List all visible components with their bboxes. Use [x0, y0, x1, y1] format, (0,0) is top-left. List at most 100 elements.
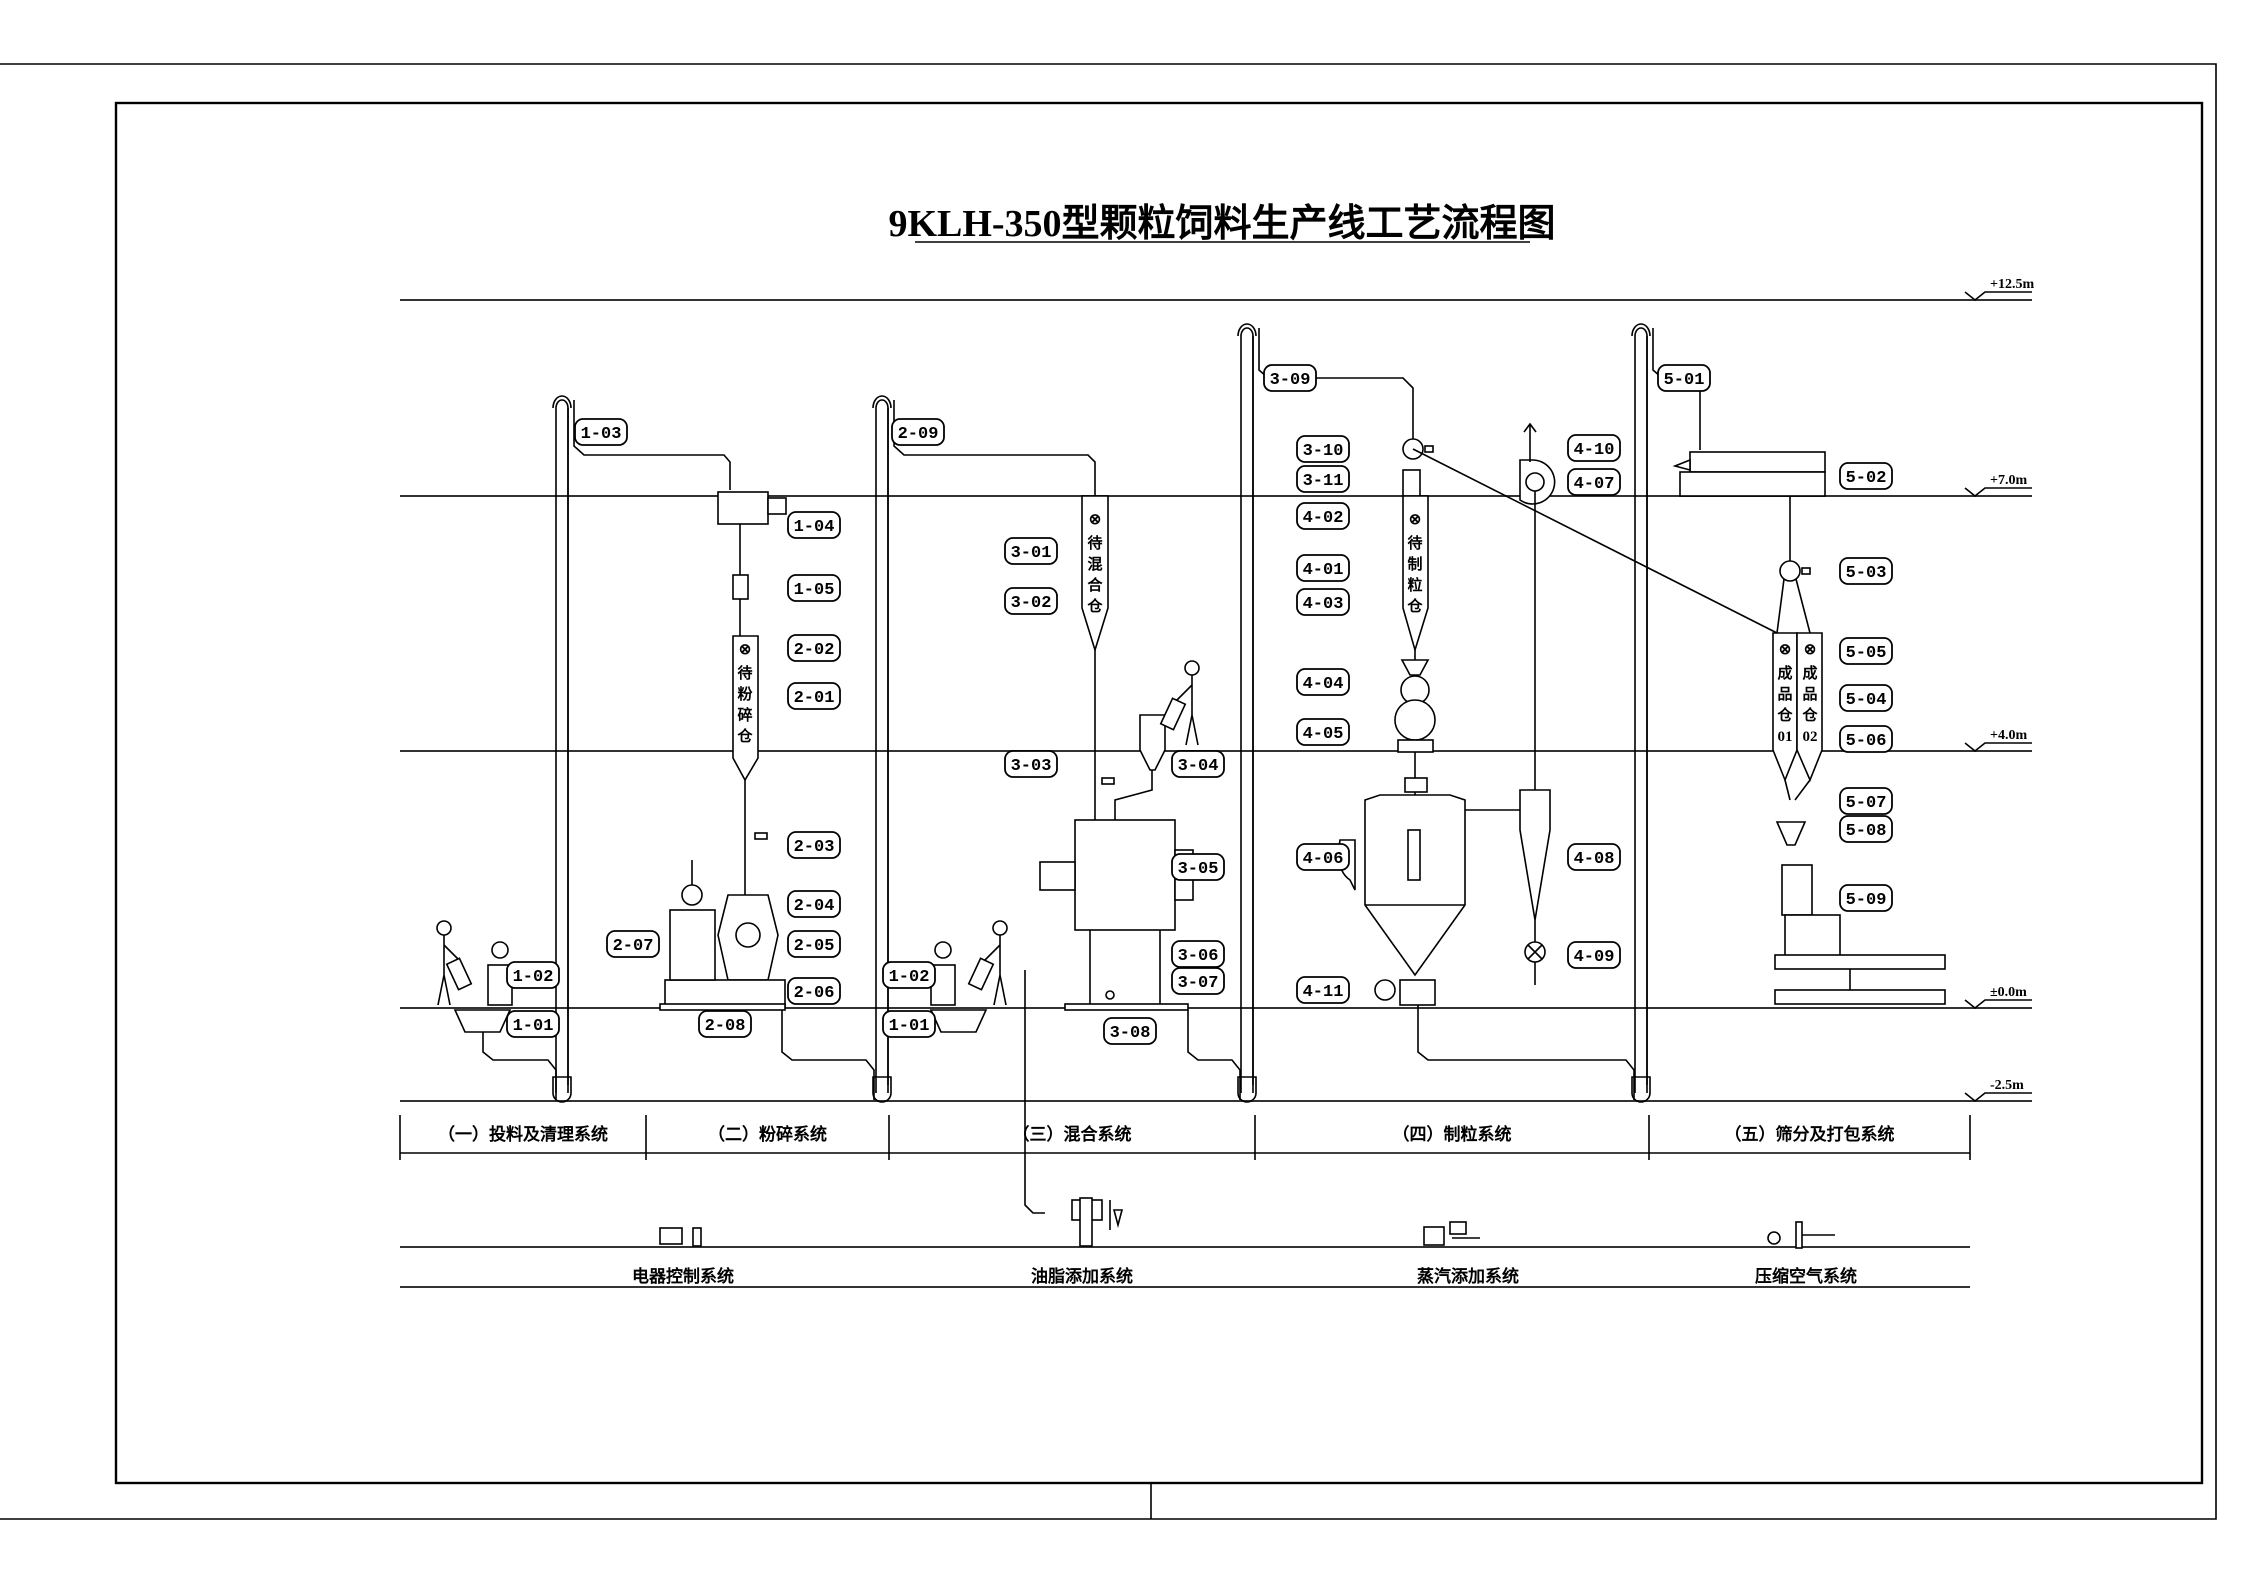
level-label: ±0.0m [1990, 985, 2027, 1000]
equipment-tag-text: 1-04 [794, 518, 835, 537]
equipment-tag-text: 5-09 [1846, 891, 1887, 910]
equipment-tag-text: 2-01 [794, 689, 835, 708]
mixer-3-05 [1074, 819, 1176, 931]
equipment-tag: 1-01 [882, 1010, 936, 1038]
equipment-tag-text: 1-01 [513, 1017, 554, 1036]
equipment-tag-text: 5-04 [1846, 691, 1887, 710]
equipment-tag: 4-04 [1296, 668, 1350, 696]
equipment-tag: 2-09 [891, 418, 945, 446]
equipment-tag-text: 5-08 [1846, 822, 1887, 841]
bucket-elevator [552, 395, 572, 1103]
worker-figure [967, 920, 1008, 1006]
equipment-tag: 4-07 [1567, 468, 1621, 496]
worker-figure [436, 920, 473, 1006]
equipment-tag: 3-02 [1004, 587, 1058, 615]
equipment-tag-text: 4-07 [1574, 475, 1615, 494]
pelleting-equipment [1258, 328, 1778, 1100]
bin-label-char: 品 [1802, 686, 1817, 703]
section-label: （四）制粒系统 [1393, 1124, 1512, 1144]
bucket-elevator [872, 395, 892, 1103]
cleaner-1-04 [717, 491, 769, 525]
mixing-equipment [893, 400, 1241, 1214]
equipment-tag: 4-09 [1567, 941, 1621, 969]
equipment-tag: 3-09 [1263, 364, 1317, 392]
section-label: （五）筛分及打包系统 [1725, 1124, 1895, 1144]
level-label: +12.5m [1990, 277, 2034, 292]
equipment-tag-text: 5-07 [1846, 794, 1887, 813]
equipment-tag-text: 1-02 [889, 968, 930, 987]
bucket-elevator [1631, 323, 1651, 1103]
equipment-tag: 3-03 [1004, 750, 1058, 778]
equipment-tag: 4-02 [1296, 502, 1350, 530]
bin-label-char: 制 [1407, 555, 1422, 573]
bin-label-char: 品 [1777, 686, 1792, 703]
worker-figure [1159, 660, 1200, 746]
equipment-tag: 2-03 [787, 831, 841, 859]
equipment-tag: 5-07 [1839, 787, 1893, 815]
equipment-tag: 4-06 [1296, 843, 1350, 871]
equipment-tag-text: 4-03 [1303, 595, 1344, 614]
bin-label-char: 粉 [737, 685, 752, 703]
control-cabinet-icon [659, 1227, 683, 1245]
level-marker: +4.0m [1964, 728, 2032, 753]
equipment-tag: 1-04 [787, 511, 841, 539]
equipment-tag-text: 3-03 [1011, 757, 1052, 776]
level-marker: -2.5m [1964, 1078, 2032, 1103]
bin-label-char: 仓 [1406, 597, 1423, 615]
equipment-tag-text: 3-02 [1011, 594, 1052, 613]
bin-label-char: 待 [737, 664, 752, 682]
bin-label-char: 02 [1803, 729, 1818, 745]
equipment-tag-text: 2-02 [794, 641, 835, 660]
equipment-tag: 3-01 [1004, 537, 1058, 565]
equipment-tag-text: 3-01 [1011, 544, 1052, 563]
equipment-tag-text: 5-02 [1846, 469, 1887, 488]
equipment-tag: 5-06 [1839, 725, 1893, 753]
bin-label-char: 成 [1802, 664, 1817, 682]
equipment-tag-text: 2-03 [794, 838, 835, 857]
equipment-tag-text: 3-11 [1303, 472, 1344, 491]
equipment-tag-text: 2-08 [705, 1017, 746, 1036]
distributor-5-03 [1779, 560, 1801, 582]
equipment-tag: 2-01 [787, 682, 841, 710]
bin-label-char: 仓 [1086, 597, 1103, 615]
equipment-tag: 2-04 [787, 890, 841, 918]
bin-label-char: 混 [1087, 556, 1102, 573]
fan-4-11 [1374, 979, 1396, 1001]
equipment-tag-text: 3-10 [1303, 442, 1344, 461]
equipment-tag-text: 1-03 [581, 425, 622, 444]
magnet-1-05 [732, 574, 749, 600]
level-label: +4.0m [1990, 728, 2027, 743]
bin-label-char: 合 [1086, 576, 1103, 594]
equipment-tag-text: 2-05 [794, 937, 835, 956]
equipment-tag-text: 1-02 [513, 968, 554, 987]
equipment-tag: 3-07 [1171, 967, 1225, 995]
section-label: （三）混合系统 [1013, 1124, 1132, 1144]
equipment-tag-text: 2-04 [794, 897, 835, 916]
equipment-tag: 3-08 [1103, 1017, 1157, 1045]
equipment-tag: 5-09 [1839, 884, 1893, 912]
utility-label: 油脂添加系统 [1031, 1266, 1133, 1286]
level-marker: ±0.0m [1964, 985, 2032, 1010]
bin-label-char: 成 [1777, 664, 1792, 682]
bin-pre-mix [1081, 495, 1109, 653]
equipment-tag-text: 3-05 [1178, 860, 1219, 879]
air-compressor-icon [1767, 1231, 1781, 1245]
bin-label-char: 仓 [1801, 706, 1818, 724]
equipment-tag-text: 1-01 [889, 1017, 930, 1036]
equipment-tag: 2-08 [698, 1010, 752, 1038]
equipment-tag-text: 4-05 [1303, 725, 1344, 744]
bin-label-char: 仓 [736, 727, 753, 745]
equipment-tag: 2-07 [606, 930, 660, 958]
section-label: （一）投料及清理系统 [438, 1124, 608, 1144]
level-label: +7.0m [1990, 473, 2027, 488]
equipment-tag: 3-05 [1171, 853, 1225, 881]
equipment-tag: 4-11 [1296, 976, 1350, 1004]
equipment-tag: 1-01 [506, 1010, 560, 1038]
equipment-tag: 1-02 [882, 961, 936, 989]
utility-label: 压缩空气系统 [1755, 1266, 1857, 1286]
equipment-tag-text: 3-04 [1178, 757, 1219, 776]
equipment-tag: 5-05 [1839, 637, 1893, 665]
equipment-tag: 3-10 [1296, 435, 1350, 463]
